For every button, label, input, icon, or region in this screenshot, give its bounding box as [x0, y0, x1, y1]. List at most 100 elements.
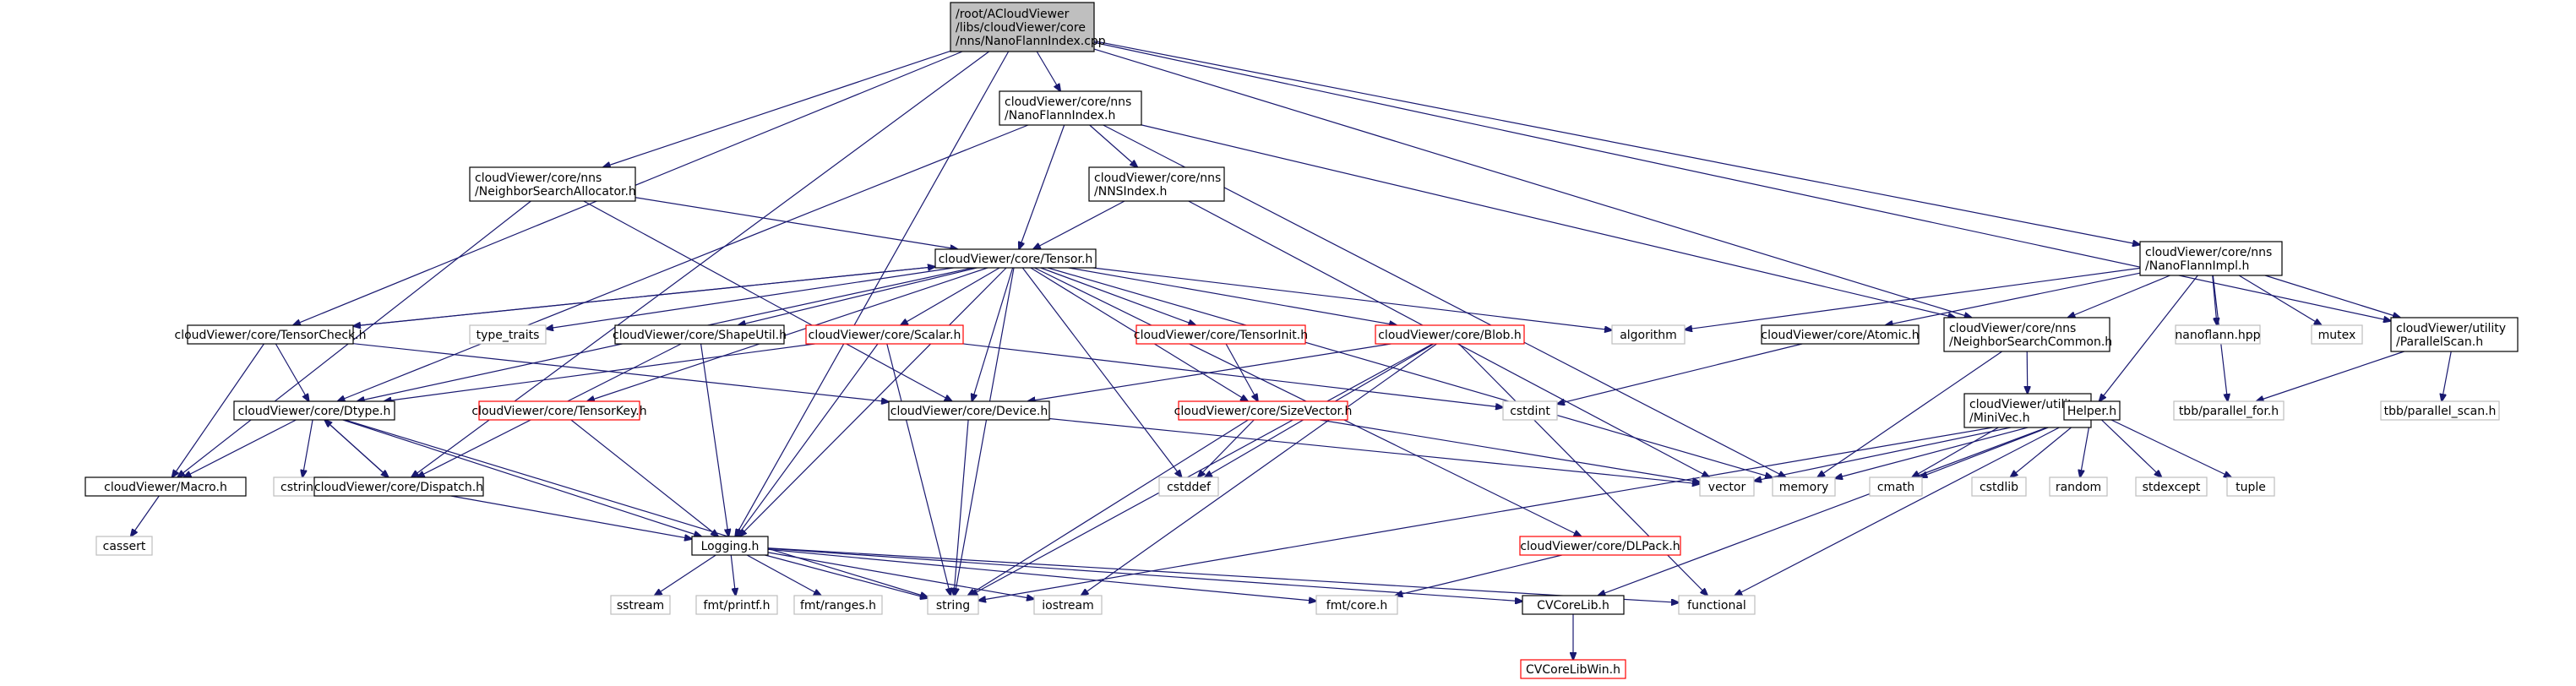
edge-tensorcheck_h-to-tensor_h [352, 267, 935, 327]
node-label: cloudViewer/core/Dtype.h [238, 405, 391, 418]
node-label: cloudViewer/core/TensorKey.h [471, 405, 646, 418]
node-box [2390, 317, 2519, 352]
edge-sizevector_h-to-string [968, 419, 1249, 596]
node-box [187, 324, 354, 345]
edge-helper_h-to-stdexcept [2101, 419, 2161, 477]
node-nanoflannindex_h[interactable]: cloudViewer/core/nns/NanoFlannIndex.h [999, 90, 1142, 126]
node-tensorinit_h[interactable]: cloudViewer/core/TensorInit.h [1134, 324, 1308, 345]
node-box [1158, 476, 1219, 497]
node-label: type_traits [477, 329, 540, 342]
node-macro_h[interactable]: cloudViewer/Macro.h [84, 476, 247, 497]
edge-tensor_h-to-algorithm [1092, 267, 1612, 330]
node-random: random [2049, 476, 2108, 497]
edge-tensor_h-to-tensorinit_h [1040, 267, 1196, 325]
node-neighborsearchcommon_h[interactable]: cloudViewer/core/nns/NeighborSearchCommo… [1943, 317, 2112, 352]
node-logging_h[interactable]: Logging.h [691, 536, 769, 556]
edge-tensor_h-to-tensorkey_h [587, 267, 988, 401]
edge-tensor_h-to-type_traits [546, 267, 954, 329]
node-label: Logging.h [701, 540, 760, 553]
node-label: tuple [2236, 481, 2266, 494]
node-nnsindex_h[interactable]: cloudViewer/core/nns/NNSIndex.h [1088, 166, 1225, 202]
node-dtype_h[interactable]: cloudViewer/core/Dtype.h [233, 400, 395, 421]
node-neighborsearchallocator_h[interactable]: cloudViewer/core/nns/NeighborSearchAlloc… [469, 166, 636, 202]
node-box [84, 476, 247, 497]
node-box [1033, 595, 1103, 615]
node-scalar_h[interactable]: cloudViewer/core/Scalar.h [805, 324, 964, 345]
node-box [1869, 476, 1923, 497]
edge-nanoflannindex_h-to-neighborsearchcommon_h [1141, 124, 1956, 318]
node-device_h[interactable]: cloudViewer/core/Device.h [888, 400, 1050, 421]
edge-blob_h-to-device_h [1028, 343, 1391, 401]
node-box [2063, 400, 2121, 421]
node-atomic_h[interactable]: cloudViewer/core/Atomic.h [1761, 324, 1920, 345]
node-box [1519, 536, 1681, 556]
edge-shapeutil_h-to-logging_h [700, 343, 729, 536]
node-dispatch_h[interactable]: cloudViewer/core/Dispatch.h [313, 476, 484, 497]
node-label: cstddef [1167, 481, 1212, 494]
node-dlpack_h[interactable]: cloudViewer/core/DLPack.h [1519, 536, 1681, 556]
node-root: /root/ACloudViewer/libs/cloudViewer/core… [950, 2, 1106, 52]
node-sizevector_h[interactable]: cloudViewer/core/SizeVector.h [1174, 400, 1353, 421]
node-box [1943, 317, 2110, 352]
node-fmt_ranges_h: fmt/ranges.h [793, 595, 883, 615]
node-cassert: cassert [95, 536, 153, 556]
node-nanoflann_hpp: nanoflann.hpp [2175, 324, 2261, 345]
node-label: /NanoFlannImpl.h [2145, 259, 2249, 273]
node-box [695, 595, 778, 615]
edge-dispatch_h-to-logging_h [450, 495, 692, 539]
node-cvcorelibwin_h[interactable]: CVCoreLibWin.h [1520, 659, 1626, 679]
node-box [2226, 476, 2275, 497]
node-box [927, 595, 979, 615]
edge-nanoflannimpl_h-to-neighborsearchcommon_h [2067, 275, 2170, 318]
node-shapeutil_h[interactable]: cloudViewer/core/ShapeUtil.h [613, 324, 787, 345]
edge-neighborsearchallocator_h-to-macro_h [177, 200, 531, 477]
edge-macro_h-to-cassert [131, 495, 160, 536]
node-cvcorelib_h[interactable]: CVCoreLib.h [1522, 595, 1625, 615]
edge-nanoflannimpl_h-to-helper_h [2099, 275, 2198, 401]
node-label: cloudViewer/core/DLPack.h [1520, 540, 1680, 553]
node-tensor_h[interactable]: cloudViewer/core/Tensor.h [934, 248, 1097, 269]
node-blob_h[interactable]: cloudViewer/core/Blob.h [1375, 324, 1525, 345]
node-box [934, 248, 1097, 269]
edge-scalar_h-to-string [886, 343, 950, 596]
node-box [1522, 595, 1625, 615]
node-box [1971, 476, 2027, 497]
edge-tensor_h-to-scalar_h [901, 267, 1000, 325]
node-box [95, 536, 153, 556]
edge-nanoflannindex_h-to-dtype_h [338, 124, 1029, 401]
edge-dtype_h-to-macro_h [184, 419, 297, 477]
node-label: nanoflann.hpp [2175, 329, 2260, 342]
edge-nanoflannimpl_h-to-nanoflann_hpp [2212, 275, 2217, 325]
node-label: /NNSIndex.h [1094, 185, 1167, 199]
node-label: cloudViewer/core/Tensor.h [939, 253, 1093, 266]
node-tensorcheck_h[interactable]: cloudViewer/core/TensorCheck.h [175, 324, 367, 345]
node-box [1375, 324, 1525, 345]
node-box [1502, 400, 1558, 421]
node-label: /MiniVec.h [1969, 411, 2030, 425]
node-nanoflannimpl_h[interactable]: cloudViewer/core/nns/NanoFlannImpl.h [2139, 241, 2283, 276]
node-label: vector [1708, 481, 1746, 494]
node-parallelscan_h[interactable]: cloudViewer/utility/ParallelScan.h [2390, 317, 2519, 352]
node-label: algorithm [1620, 329, 1677, 342]
edge-logging_h-to-sstream [655, 554, 716, 596]
node-tensorkey_h[interactable]: cloudViewer/core/TensorKey.h [471, 400, 647, 421]
node-label: cloudViewer/core/SizeVector.h [1174, 405, 1353, 418]
edge-root-to-parallelscan_h [1093, 41, 2391, 321]
node-box [2139, 241, 2283, 276]
node-fmt_core_h: fmt/core.h [1315, 595, 1398, 615]
edge-nanoflannindex_h-to-tensor_h [1019, 124, 1065, 249]
node-box [478, 400, 640, 421]
node-box [2049, 476, 2108, 497]
edge-root-to-neighborsearchallocator_h [603, 50, 951, 167]
node-box [469, 166, 636, 202]
node-box [2135, 476, 2208, 497]
edge-helper_h-to-functional [1735, 419, 2075, 596]
node-label: functional [1687, 599, 1746, 612]
node-helper_h[interactable]: Helper.h [2063, 400, 2121, 421]
node-label: cloudViewer/core/nns [1005, 95, 1131, 109]
node-label: string [936, 599, 970, 612]
edge-tensor_h-to-blob_h [1068, 267, 1397, 325]
node-label: /libs/cloudViewer/core [956, 21, 1086, 35]
edge-tensor_h-to-logging_h [739, 267, 1007, 536]
edge-tensorinit_h-to-sizevector_h [1225, 343, 1258, 401]
